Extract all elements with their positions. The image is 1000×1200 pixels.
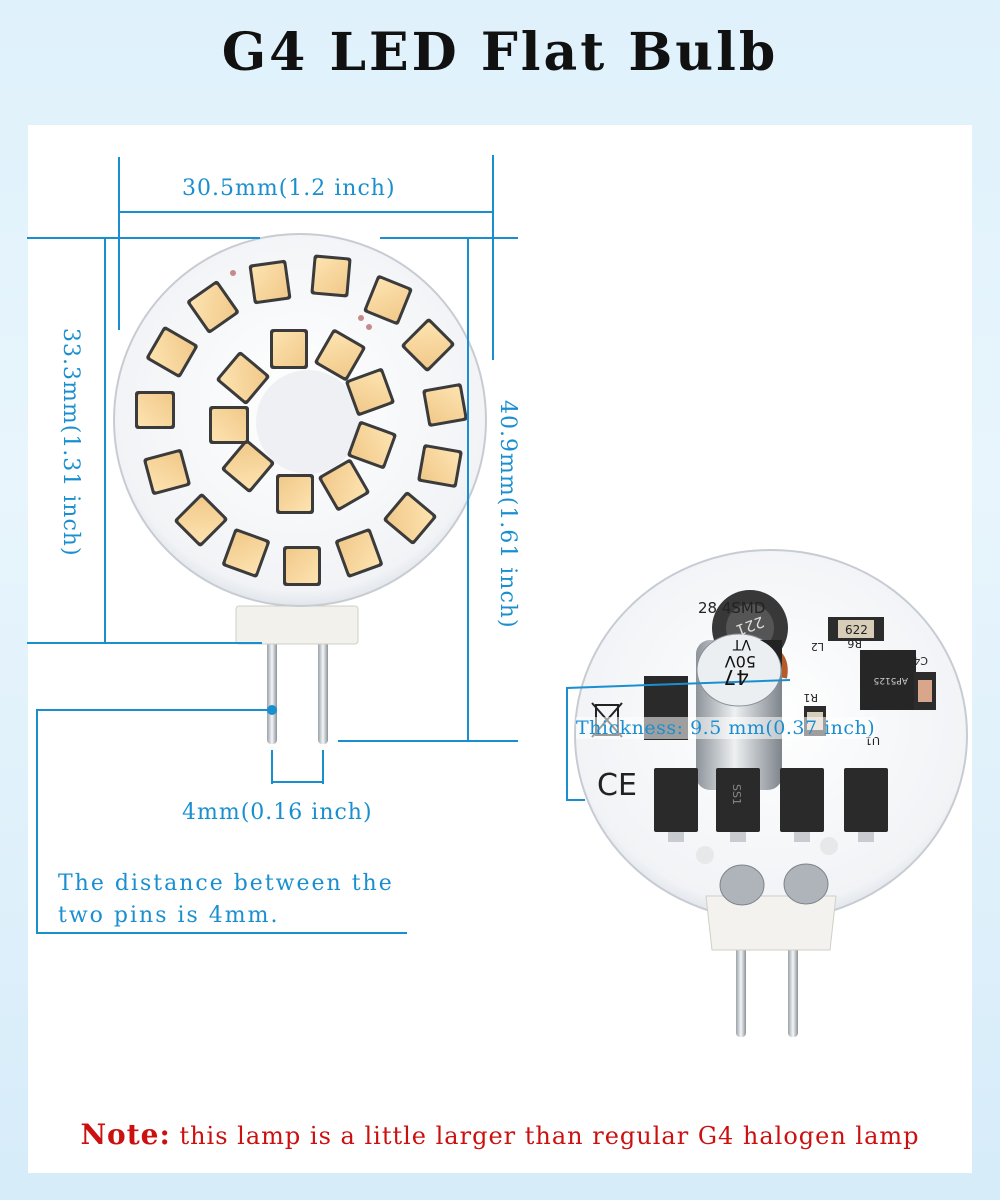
bottom-note-text: this lamp is a little larger than regula… [179,1122,920,1150]
pin-spacing-label: 4mm(0.16 inch) [182,800,373,825]
width-label: 30.5mm(1.2 inch) [182,176,396,201]
ic-marking: AP5125 [874,675,909,685]
total-height-label: 40.9mm(1.61 inch) [495,400,520,629]
pin-callout-dot [267,705,277,715]
pin-note-line-2: two pins is 4mm. [58,903,280,928]
capacitor-series: VT [732,636,751,652]
front-view-bulb [113,233,487,744]
bulb-base [235,605,359,645]
left-pin [267,640,277,744]
r6-marking: R6 [847,637,862,650]
board-label-top: 28 4SMD [698,599,765,617]
dimension-lines [27,155,518,934]
page-title: G4 LED Flat Bulb [221,22,779,83]
bottom-note-lead: Note: [80,1118,171,1151]
l2-marking: L2 [811,640,824,653]
back-view-bulb: CE [566,549,968,1037]
pin-note: The distance between the two pins is 4mm… [58,868,394,932]
capacitor-voltage: 50V [725,652,756,671]
capacitor-value: 47 [724,665,749,689]
diode-marking: SS1 [730,784,743,805]
board-height-label: 33.3mm(1.31 inch) [58,328,83,557]
resistor-marking: 622 [845,623,868,637]
pin-note-line-1: The distance between the [58,871,394,896]
ic-chip [860,650,916,710]
thickness-label: Thickness: 9.5 mm(0.37 inch) [576,717,876,739]
center-dome [256,370,360,474]
svg-text:CE: CE [597,768,637,803]
c4-marking: C4 [913,654,928,667]
bottom-note: Note: this lamp is a little larger than … [0,1118,1000,1151]
r1-marking: R1 [803,691,818,704]
right-pin [318,640,328,744]
